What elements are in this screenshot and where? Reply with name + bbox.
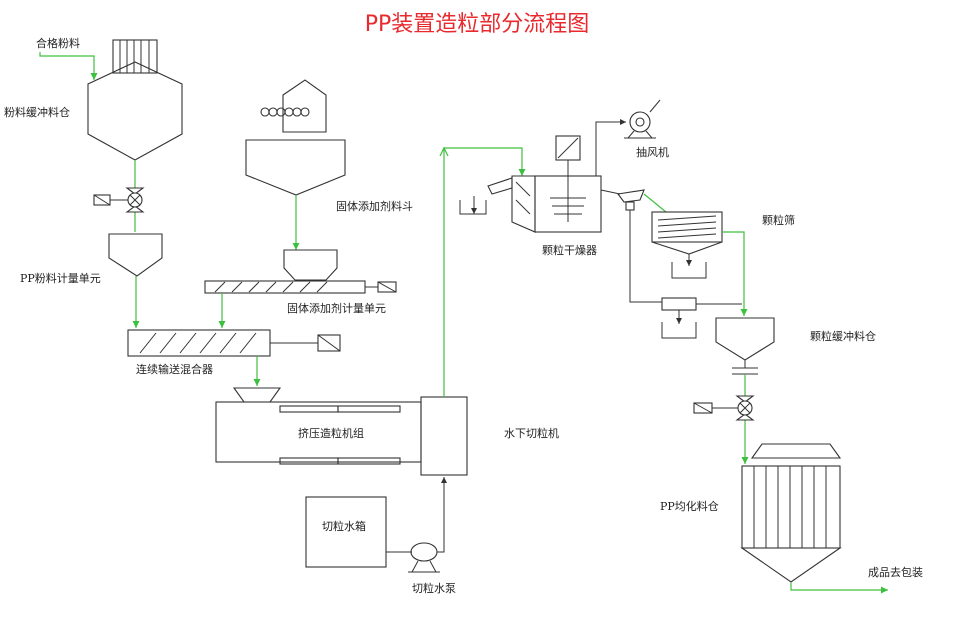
cutting-water-tank (305, 496, 387, 568)
label-pellet-dryer: 颗粒干燥器 (542, 243, 597, 257)
extruder (215, 387, 422, 465)
underwater-cutter (420, 396, 468, 476)
buffer-outlet-flange (732, 360, 758, 375)
continuous-mixer (127, 329, 341, 357)
pellet-screen (651, 211, 723, 279)
powder-feed-line (39, 52, 98, 80)
exhaust-fan (624, 99, 661, 139)
page-title: PP装置造粒部分流程图 (364, 12, 590, 37)
label-solid-additive-hopper: 固体添加剂料斗 (336, 199, 413, 213)
label-finished-to-packing: 成品去包装 (868, 566, 923, 579)
pellet-dryer (459, 135, 602, 233)
silo-to-packing-line (790, 582, 888, 594)
rotary-valve-1 (93, 187, 145, 213)
label-pellet-screen: 颗粒筛 (762, 213, 795, 227)
label-pellet-buffer-bin: 颗粒缓冲料仓 (810, 329, 876, 343)
label-cutting-water-pump: 切粒水泵 (412, 581, 456, 595)
dryer-outlet-line (600, 189, 621, 195)
cutting-water-pump (408, 542, 440, 573)
pp-powder-metering-hopper (108, 233, 163, 277)
label-qualified-powder: 合格粉料 (36, 36, 80, 50)
pp-blending-silo (740, 443, 842, 583)
label-cutting-water-tank: 切粒水箱 (322, 519, 366, 533)
side-collector (661, 297, 742, 339)
diverter-side-line (629, 210, 662, 303)
slurry-up-arrow (439, 146, 449, 157)
label-pp-blending-silo: PP均化料仓 (660, 499, 719, 513)
screen-to-buffer-line (722, 231, 748, 316)
dryer-to-fan-line (595, 119, 626, 176)
label-pp-powder-metering: PP粉料计量单元 (20, 271, 101, 285)
label-exhaust-fan: 抽风机 (636, 145, 669, 159)
pump-to-cutter-line (437, 477, 447, 553)
additive-metering-hopper (283, 249, 338, 281)
label-underwater-cutter: 水下切粒机 (504, 426, 559, 440)
pellet-buffer-bin (715, 317, 775, 361)
slurry-to-dryer-line (443, 147, 526, 397)
solid-additive-hopper (245, 79, 346, 196)
diverter-valve (617, 189, 645, 211)
to-screen-line (643, 193, 667, 213)
additive-screw-feeder (204, 280, 397, 294)
powder-buffer-bin (87, 39, 183, 161)
label-powder-buffer-bin: 粉料缓冲料仓 (4, 105, 70, 119)
label-solid-additive-metering: 固体添加剂计量单元 (287, 301, 386, 315)
label-extruder: 挤压造粒机组 (298, 426, 364, 440)
label-continuous-mixer: 连续输送混合器 (136, 362, 213, 376)
rotary-valve-2 (693, 395, 755, 421)
